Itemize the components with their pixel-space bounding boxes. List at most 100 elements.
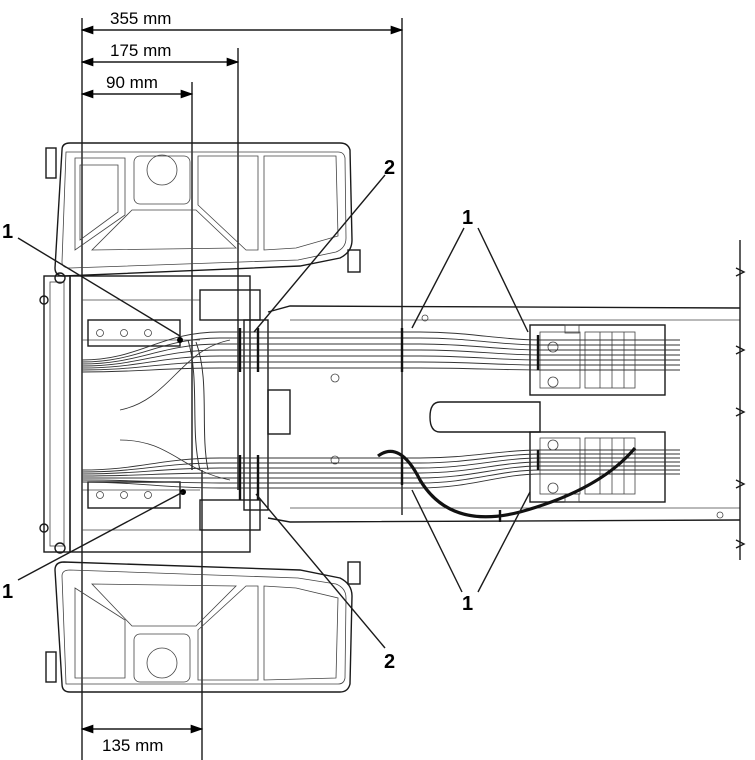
break-mark (735, 267, 746, 277)
callout-1-right-bottom: 1 (462, 593, 473, 615)
wire (187, 339, 201, 471)
center-post (243, 319, 269, 511)
upper-mount-block (199, 289, 261, 321)
upper-frame-outline (54, 142, 353, 277)
wire (119, 439, 231, 481)
wire (81, 453, 680, 473)
lower-bracket (347, 561, 361, 585)
callout-2-top: 2 (384, 157, 395, 179)
bolt (96, 329, 104, 337)
bolt (120, 491, 128, 499)
wire-clips (177, 328, 540, 522)
wire (81, 355, 680, 369)
center-frame (69, 275, 251, 553)
upper-web-opening-3 (91, 209, 237, 251)
wire (81, 331, 680, 361)
break-mark (735, 407, 746, 417)
connector-latch (564, 324, 580, 334)
dimension-label-355: 355 mm (110, 9, 171, 28)
upper-frame-member (45, 142, 361, 277)
callout-1-left-top: 1 (2, 221, 13, 243)
beam-slot (429, 401, 541, 433)
upper-web-opening-2 (133, 155, 191, 205)
wire (81, 473, 680, 489)
leader-top-2 (253, 174, 386, 333)
bolt (96, 491, 104, 499)
pivot-pin (54, 272, 66, 284)
upper-web-opening-4 (197, 155, 259, 251)
dimension-lines: 355 mm 175 mm 90 mm 135 mm (80, 9, 404, 760)
upper-frame-end-plate (45, 147, 57, 179)
break-mark (735, 345, 746, 355)
center-post-tab (267, 389, 291, 435)
beam-hole (421, 314, 429, 322)
upper-clamp-bar (87, 319, 181, 347)
lower-web-opening-5 (263, 585, 339, 681)
upper-web-opening-1 (74, 157, 126, 251)
upper-web-opening-1-inner (79, 164, 119, 241)
lower-frame-outline (54, 561, 353, 693)
lower-web-opening-3 (91, 583, 237, 627)
upper-hole (146, 154, 178, 186)
cable-harness (81, 331, 680, 489)
wire (81, 469, 680, 484)
callouts: 1 1 2 2 1 1 (2, 157, 473, 673)
wire (81, 461, 680, 477)
end-plate-inner (49, 281, 65, 547)
end-plate (43, 275, 71, 553)
lower-clamp-bar (87, 481, 181, 509)
lower-mount-block (199, 499, 261, 531)
bolt (120, 329, 128, 337)
lower-web-opening-1 (74, 587, 126, 679)
upper-frame-inner-outline (61, 151, 347, 269)
beam-hole (716, 511, 724, 519)
upper-bracket (347, 249, 361, 273)
beam-hole (330, 455, 340, 465)
callout-1-left-bottom: 1 (2, 581, 13, 603)
lower-frame-inner-outline (61, 569, 347, 685)
wire (81, 457, 680, 475)
lower-connector-housing (529, 431, 666, 503)
wire (119, 339, 231, 411)
callout-2-bottom: 2 (384, 651, 395, 673)
wire (81, 361, 680, 371)
pivot-pin (54, 542, 66, 554)
connector-screw (547, 341, 559, 353)
dimension-label-135: 135 mm (102, 736, 163, 755)
break-mark (735, 539, 746, 549)
lower-connector-block (529, 431, 666, 503)
bolt (144, 491, 152, 499)
connector-screw (547, 376, 559, 388)
lower-web-opening-2 (133, 633, 191, 683)
connector-screw (547, 482, 559, 494)
connector-screw (547, 439, 559, 451)
wire (81, 349, 680, 367)
leader-lines (17, 174, 531, 649)
leader-right-top-b (477, 227, 529, 333)
leader-right-top-a (411, 227, 465, 329)
leader-left-bottom (17, 491, 184, 581)
pivot-pin (39, 295, 49, 305)
wire (81, 449, 680, 471)
beam-hole (330, 373, 340, 383)
leader-right-bottom-a (411, 489, 463, 593)
end-cross-member (39, 272, 291, 554)
beam-top-edge (267, 305, 741, 313)
lower-hole (146, 647, 178, 679)
loop-cable (377, 446, 637, 519)
bolt (144, 329, 152, 337)
beam-bottom-edge (267, 517, 741, 523)
wire (195, 341, 209, 471)
wire (81, 343, 680, 365)
upper-web-opening-5 (263, 155, 339, 251)
break-mark (735, 479, 746, 489)
extension-beam (267, 240, 746, 560)
callout-1-right-top: 1 (462, 207, 473, 229)
cable-tie (177, 337, 183, 343)
leader-bottom-2 (255, 493, 386, 649)
wire (81, 367, 680, 373)
dimension-label-175: 175 mm (110, 41, 171, 60)
lower-frame-end-plate (45, 651, 57, 683)
dimension-label-90: 90 mm (106, 73, 158, 92)
